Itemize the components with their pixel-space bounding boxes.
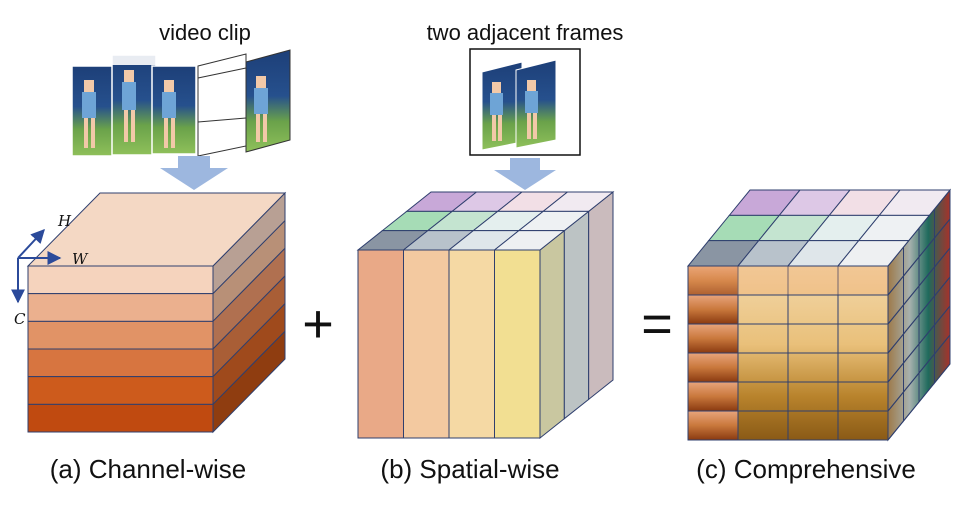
- channel-slice: [27, 293, 214, 322]
- comprehensive-cell: [687, 381, 739, 412]
- comprehensive-cell: [787, 352, 839, 383]
- comprehensive-cell: [687, 352, 739, 383]
- down-arrow-spatial: [494, 158, 556, 190]
- comprehensive-cell: [737, 410, 789, 441]
- comprehensive-cell: [787, 410, 839, 441]
- comprehensive-cell: [837, 352, 889, 383]
- spatial-wise-cube: [356, 190, 615, 440]
- spatial-side-column: [563, 210, 590, 420]
- comprehensive-cell: [687, 294, 739, 325]
- comprehensive-cell: [837, 410, 889, 441]
- comprehensive-cell: [837, 323, 889, 354]
- comprehensive-cell: [837, 381, 889, 412]
- adjacent-frame: [515, 59, 557, 149]
- down-arrow-channel: [160, 156, 228, 190]
- channel-wise-cube: [26, 191, 287, 434]
- spatial-column: [357, 249, 404, 439]
- video-frame: [151, 65, 197, 155]
- equals-sign: =: [641, 294, 673, 354]
- channel-slice: [27, 348, 214, 378]
- caption-comprehensive: (c) Comprehensive: [696, 454, 916, 484]
- channel-slice: [27, 403, 214, 433]
- comprehensive-cell: [737, 323, 789, 354]
- spatial-side-column: [588, 190, 614, 401]
- comprehensive-cell: [737, 294, 789, 325]
- channel-side-face: [212, 191, 286, 434]
- comprehensive-front-face: [687, 265, 889, 441]
- spatial-column: [448, 249, 495, 439]
- video-clip-label: video clip: [159, 20, 251, 45]
- comprehensive-cell: [737, 352, 789, 383]
- video-clip-frames: [71, 49, 291, 157]
- video-frame: [71, 65, 117, 157]
- axis-c-label: C: [14, 310, 26, 328]
- axis-w-label: W: [72, 250, 89, 268]
- spatial-column: [494, 249, 541, 439]
- caption-channel-wise: (a) Channel-wise: [50, 454, 247, 484]
- spatial-side-face: [539, 190, 614, 440]
- axis-indicator: H W C: [11, 212, 89, 328]
- comprehensive-cell: [837, 294, 889, 325]
- comprehensive-top-face: [686, 189, 952, 267]
- adjacent-frame: [481, 61, 523, 151]
- comprehensive-cell: [787, 294, 839, 325]
- plus-sign: +: [302, 294, 334, 354]
- comprehensive-side-cell: [934, 333, 951, 385]
- comprehensive-cell: [787, 381, 839, 412]
- two-adjacent-frames: [469, 48, 581, 156]
- spatial-column: [403, 249, 450, 439]
- video-frame: [111, 54, 157, 156]
- channel-front-face: [27, 265, 214, 433]
- axis-h-label: H: [57, 212, 72, 230]
- comprehensive-top-row-tint: [687, 265, 889, 296]
- channel-slice: [27, 320, 214, 350]
- video-frame: [245, 49, 291, 153]
- channel-slice: [27, 265, 214, 295]
- two-adjacent-frames-label: two adjacent frames: [427, 20, 624, 45]
- comprehensive-cell: [687, 323, 739, 354]
- channel-slice: [27, 376, 214, 405]
- spatial-top-face: [356, 191, 615, 251]
- spatial-side-column: [539, 229, 565, 440]
- spatial-front-face: [357, 249, 541, 439]
- comprehensive-cube: [686, 188, 952, 442]
- comprehensive-cell: [737, 381, 789, 412]
- comprehensive-cell: [687, 410, 739, 441]
- caption-spatial-wise: (b) Spatial-wise: [380, 454, 559, 484]
- comprehensive-cell: [787, 323, 839, 354]
- comprehensive-side-face: [887, 188, 951, 442]
